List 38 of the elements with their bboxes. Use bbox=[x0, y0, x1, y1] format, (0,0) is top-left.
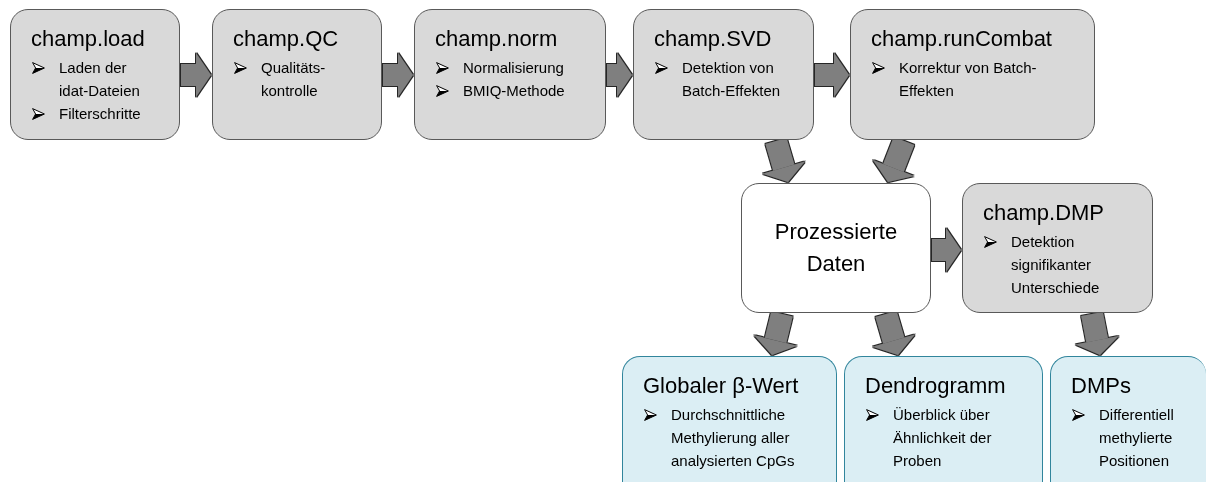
bullet-text: Qualitäts-kontrolle bbox=[261, 59, 326, 99]
process-box bbox=[633, 9, 814, 140]
bullet-text: Laden der idat-Dateien bbox=[59, 59, 140, 99]
block-arrow bbox=[181, 53, 211, 97]
node-title: Dendrogramm bbox=[865, 373, 1006, 399]
process-box bbox=[10, 9, 180, 140]
bullet-text: Detektion von Batch-Effekten bbox=[682, 59, 781, 99]
node-title: champ.norm bbox=[435, 26, 558, 52]
node-label: Prozessierte Daten bbox=[774, 219, 898, 276]
bullet-text: Durchschnittliche Methylierung aller analysierten CpGs bbox=[671, 406, 795, 469]
block-arrow bbox=[383, 53, 413, 97]
block-arrow bbox=[754, 311, 797, 355]
block-arrow bbox=[607, 53, 632, 97]
node-title: champ.SVD bbox=[654, 26, 772, 52]
process-box bbox=[414, 9, 606, 140]
node-title: Globaler β-Wert bbox=[643, 373, 799, 399]
process-box bbox=[850, 9, 1095, 140]
process-box bbox=[212, 9, 382, 140]
block-arrow bbox=[932, 228, 961, 272]
result-box bbox=[1050, 356, 1206, 482]
node-title: champ.load bbox=[31, 26, 145, 52]
bullet-text: Korrektur von Batch-Effekten bbox=[899, 59, 1037, 99]
result-box bbox=[844, 356, 1043, 482]
block-arrow bbox=[1075, 311, 1119, 355]
result-box bbox=[622, 356, 837, 482]
process-box bbox=[962, 183, 1153, 313]
bullet-text: Differentiell methylierte Positionen bbox=[1099, 406, 1174, 469]
bullet-text: Normalisierung bbox=[463, 59, 564, 76]
bullet-text: Überblick über Ähnlichkeit der Proben bbox=[893, 406, 992, 469]
bullet-text: BMIQ-Methode bbox=[463, 82, 565, 99]
node-title: DMPs bbox=[1071, 373, 1131, 399]
node-title: champ.runCombat bbox=[871, 26, 1052, 52]
bullet-text: Filterschritte bbox=[59, 105, 141, 122]
node-title: champ.DMP bbox=[983, 200, 1105, 226]
node-title: champ.QC bbox=[233, 26, 339, 52]
data-box bbox=[741, 183, 931, 313]
bullet-text: Detektion signifikanter Unterschiede bbox=[1011, 233, 1100, 296]
block-arrow bbox=[815, 53, 849, 97]
